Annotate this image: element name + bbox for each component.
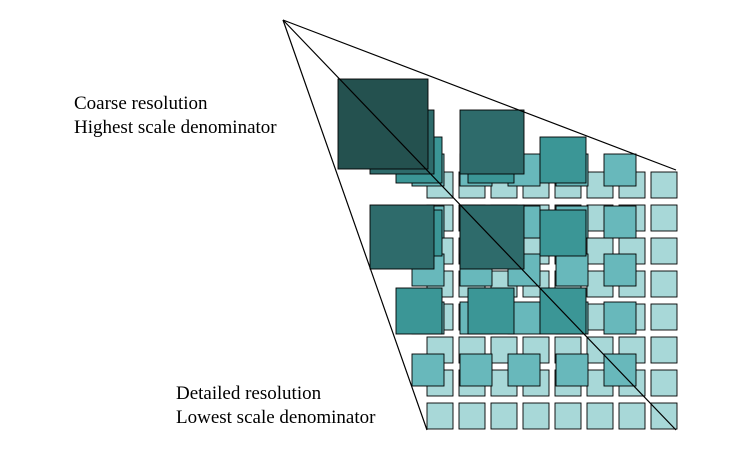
apex-diagonal-line <box>282 19 677 431</box>
apex-to-bottom-left-line <box>282 19 428 431</box>
lowest-scale-line: Lowest scale denominator <box>176 407 376 428</box>
tile-level-4 <box>555 353 589 387</box>
tile-level-4 <box>459 353 493 387</box>
tile-level-5 <box>490 336 518 364</box>
tile-level-5 <box>586 402 614 430</box>
detailed-resolution-label: Detailed resolution Lowest scale denomin… <box>176 382 375 430</box>
tile-level-4 <box>603 353 637 387</box>
tile-level-3 <box>395 287 443 335</box>
coarse-resolution-label: Coarse resolution Highest scale denomina… <box>74 92 277 140</box>
tile-level-5 <box>426 402 454 430</box>
tile-level-5 <box>618 402 646 430</box>
tile-layers <box>337 78 678 430</box>
highest-scale-line: Highest scale denominator <box>74 117 277 138</box>
tile-level-5 <box>650 237 678 265</box>
apex-to-top-right-line <box>282 19 677 171</box>
tile-level-5 <box>650 204 678 232</box>
tile-level-4 <box>603 253 637 287</box>
tile-level-2 <box>459 109 525 175</box>
tile-level-5 <box>650 336 678 364</box>
tile-level-4 <box>603 205 637 239</box>
coarse-resolution-line: Coarse resolution <box>74 93 208 114</box>
tile-level-4 <box>603 153 637 187</box>
tile-level-5 <box>490 402 518 430</box>
tile-level-5 <box>650 270 678 298</box>
tile-level-4 <box>555 253 589 287</box>
tile-level-5 <box>554 402 582 430</box>
tile-level-5 <box>650 303 678 331</box>
tile-level-5 <box>650 369 678 397</box>
tile-level-4 <box>507 353 541 387</box>
tile-level-4 <box>411 353 445 387</box>
tile-level-5 <box>458 402 486 430</box>
tile-level-3 <box>539 209 587 257</box>
tile-level-3 <box>467 287 515 335</box>
tile-level-2 <box>369 204 435 270</box>
tile-level-5 <box>650 402 678 430</box>
detailed-resolution-line: Detailed resolution <box>176 383 322 404</box>
pyramid-outline <box>282 19 677 431</box>
tile-level-3 <box>539 136 587 184</box>
tile-level-5 <box>522 402 550 430</box>
tile-level-5 <box>650 171 678 199</box>
tile-level-4 <box>603 301 637 335</box>
